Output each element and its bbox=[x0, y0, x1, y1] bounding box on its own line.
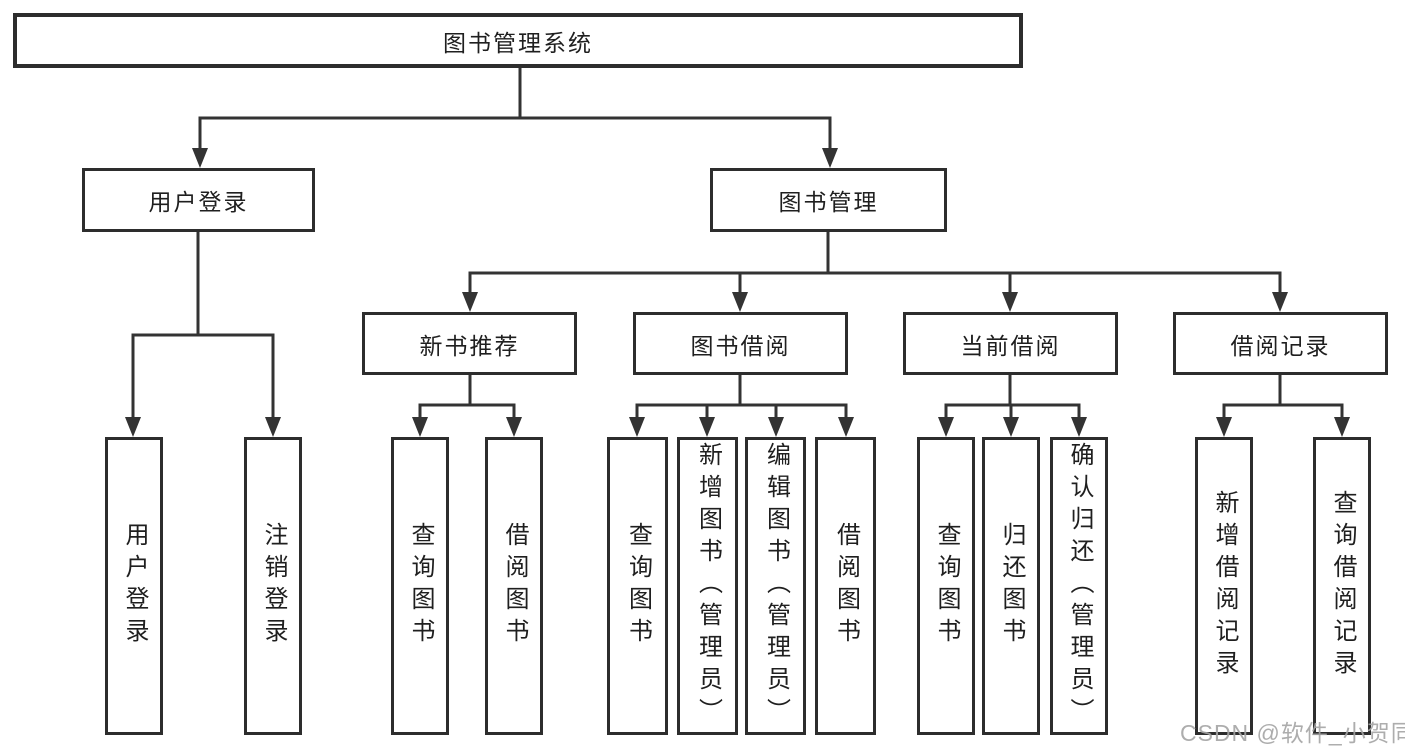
leaf-add-book-admin: 新增图书（管理员） bbox=[677, 437, 738, 735]
leaf-query-books-borrowing: 查询图书 bbox=[607, 437, 668, 735]
leaf-borrow-books-recommend: 借阅图书 bbox=[485, 437, 543, 735]
node-current-borrowing: 当前借阅 bbox=[903, 312, 1118, 375]
arrowheads bbox=[125, 148, 1350, 437]
leaf-query-borrow-record: 查询借阅记录 bbox=[1313, 437, 1371, 735]
leaf-return-book: 归还图书 bbox=[982, 437, 1040, 735]
node-book-borrowing-label: 图书借阅 bbox=[690, 332, 791, 359]
leaf-return-book-label: 归还图书 bbox=[998, 522, 1025, 650]
node-current-borrowing-label: 当前借阅 bbox=[960, 332, 1061, 359]
node-library-system: 图书管理系统 bbox=[13, 13, 1023, 68]
leaf-add-borrow-record: 新增借阅记录 bbox=[1195, 437, 1253, 735]
leaf-borrow-books-recommend-label: 借阅图书 bbox=[501, 522, 528, 650]
node-new-book-recommend-label: 新书推荐 bbox=[419, 332, 520, 359]
leaf-confirm-return-admin: 确认归还（管理员） bbox=[1050, 437, 1108, 735]
node-borrowing-records-label: 借阅记录 bbox=[1230, 332, 1331, 359]
leaf-query-books-recommend-label: 查询图书 bbox=[407, 522, 434, 650]
leaf-logout-label: 注销登录 bbox=[260, 522, 287, 650]
node-book-management: 图书管理 bbox=[710, 168, 947, 232]
node-book-borrowing: 图书借阅 bbox=[633, 312, 848, 375]
leaf-add-borrow-record-label: 新增借阅记录 bbox=[1211, 490, 1238, 682]
leaf-query-books-borrowing-label: 查询图书 bbox=[624, 522, 652, 650]
node-borrowing-records: 借阅记录 bbox=[1173, 312, 1388, 375]
leaf-borrow-books-borrowing-label: 借阅图书 bbox=[832, 522, 860, 650]
node-book-management-label: 图书管理 bbox=[778, 189, 879, 215]
leaf-edit-book-admin: 编辑图书（管理员） bbox=[745, 437, 806, 735]
leaf-edit-book-admin-label: 编辑图书（管理员） bbox=[762, 442, 790, 730]
leaf-add-book-admin-label: 新增图书（管理员） bbox=[694, 442, 722, 730]
node-new-book-recommend: 新书推荐 bbox=[362, 312, 577, 375]
leaf-query-books-current: 查询图书 bbox=[917, 437, 975, 735]
node-user-login-branch: 用户登录 bbox=[82, 168, 315, 232]
leaf-borrow-books-borrowing: 借阅图书 bbox=[815, 437, 876, 735]
node-user-login-branch-label: 用户登录 bbox=[148, 189, 249, 215]
leaf-query-books-current-label: 查询图书 bbox=[933, 522, 960, 650]
leaf-query-books-recommend: 查询图书 bbox=[391, 437, 449, 735]
leaf-user-login: 用户登录 bbox=[105, 437, 163, 735]
leaf-user-login-label: 用户登录 bbox=[121, 522, 148, 650]
leaf-query-borrow-record-label: 查询借阅记录 bbox=[1329, 490, 1356, 682]
leaf-confirm-return-admin-label: 确认归还（管理员） bbox=[1066, 442, 1093, 730]
leaf-logout: 注销登录 bbox=[244, 437, 302, 735]
node-library-system-label: 图书管理系统 bbox=[443, 29, 593, 56]
csdn-watermark: CSDN @软件_小贺同学 bbox=[1180, 720, 1405, 746]
